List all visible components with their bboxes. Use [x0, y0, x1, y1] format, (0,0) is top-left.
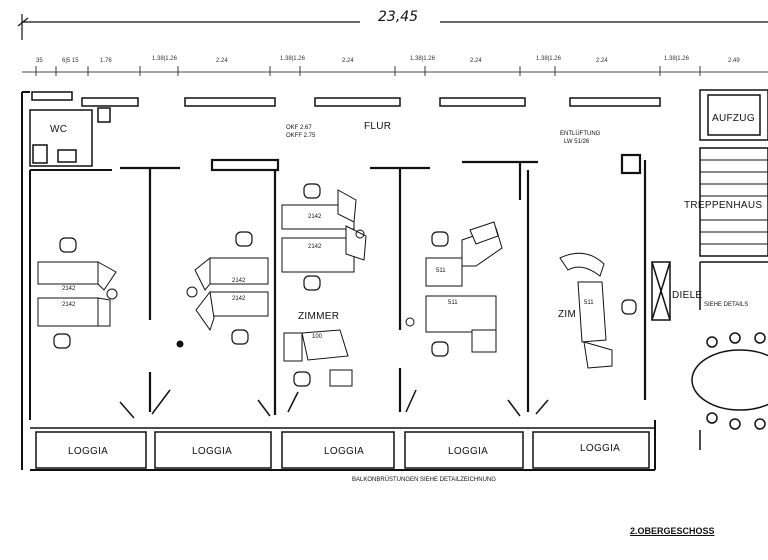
desk-groups: [37, 189, 613, 387]
dim-label-13: 2.49: [728, 58, 740, 64]
corridor-walls: [29, 169, 112, 420]
room-label-wc: WC: [50, 124, 68, 135]
desk-label-2: 2142: [62, 302, 76, 308]
desk-label-1: 2142: [62, 286, 76, 292]
exterior-walls: [21, 91, 656, 471]
balkon-annotation: BALKONBRÜSTUNGEN SIEHE DETAILZEICHNUNG: [352, 477, 496, 483]
dim-label-2: 6|5 15: [62, 58, 79, 64]
dim-label-9: 2.24: [470, 58, 482, 64]
dim-label-11: 2.24: [596, 58, 608, 64]
desk-label-7: 511: [436, 268, 446, 274]
dim-label-6: 1.38|1.26: [280, 56, 305, 62]
desk-label-8: 511: [448, 300, 458, 306]
desk-label-5: 2142: [308, 214, 322, 220]
dim-label-12: 1.38|1.26: [664, 56, 689, 62]
desk-label-10: 100: [312, 334, 323, 340]
desk-label-3: 2142: [232, 278, 246, 284]
dim-label-1: 35: [36, 58, 43, 64]
top-windows: [31, 91, 661, 107]
dim-label-8: 1.38|1.26: [410, 56, 435, 62]
room-label-treppenhaus: TREPPENHAUS: [684, 200, 763, 211]
okf-annotation: OKF 2.67: [286, 125, 312, 131]
detail-dimension-line: [22, 66, 768, 76]
loggia-label-5: LOGGIA: [580, 443, 621, 454]
loggia-label-1: LOGGIA: [68, 446, 109, 457]
loggia-label-4: LOGGIA: [448, 446, 489, 457]
desk-label-4: 2142: [232, 296, 246, 302]
loggia-label-3: LOGGIA: [324, 446, 365, 457]
dim-label-10: 1.38|1.26: [536, 56, 561, 62]
stair-core: [651, 89, 768, 450]
room-label-diele: DIELE: [672, 290, 703, 301]
room-partitions: [120, 153, 647, 415]
room-label-zim: ZIM: [558, 309, 577, 320]
lw-annotation: LW 51/26: [564, 139, 590, 145]
dim-label-7: 2.24: [342, 58, 354, 64]
okff-annotation: OKFF 2.75: [286, 133, 316, 139]
wc-block: [29, 107, 111, 167]
room-label-aufzug: AUFZUG: [712, 113, 755, 124]
desk-label-6: 2142: [308, 244, 322, 250]
desk-label-9: 511: [584, 300, 594, 306]
loggia-band: [30, 389, 655, 469]
overall-dimension-line: [17, 14, 768, 40]
overall-dimension-label: 23,45: [378, 9, 419, 25]
entluftung-annotation: ENTLÜFTUNG: [560, 131, 601, 137]
siehe-details-annotation: SIEHE DETAILS: [704, 302, 749, 308]
plant-symbols: [106, 229, 415, 348]
dim-label-4: 1.38|1.26: [152, 56, 177, 62]
chairs: [53, 183, 637, 387]
floor-title: 2.OBERGESCHOSS: [630, 526, 715, 536]
room-label-flur: FLUR: [364, 121, 392, 132]
dim-label-3: 1.76: [100, 58, 112, 64]
loggia-label-2: LOGGIA: [192, 446, 233, 457]
dim-label-5: 2.24: [216, 58, 228, 64]
room-label-zimmer: ZIMMER: [298, 311, 340, 322]
